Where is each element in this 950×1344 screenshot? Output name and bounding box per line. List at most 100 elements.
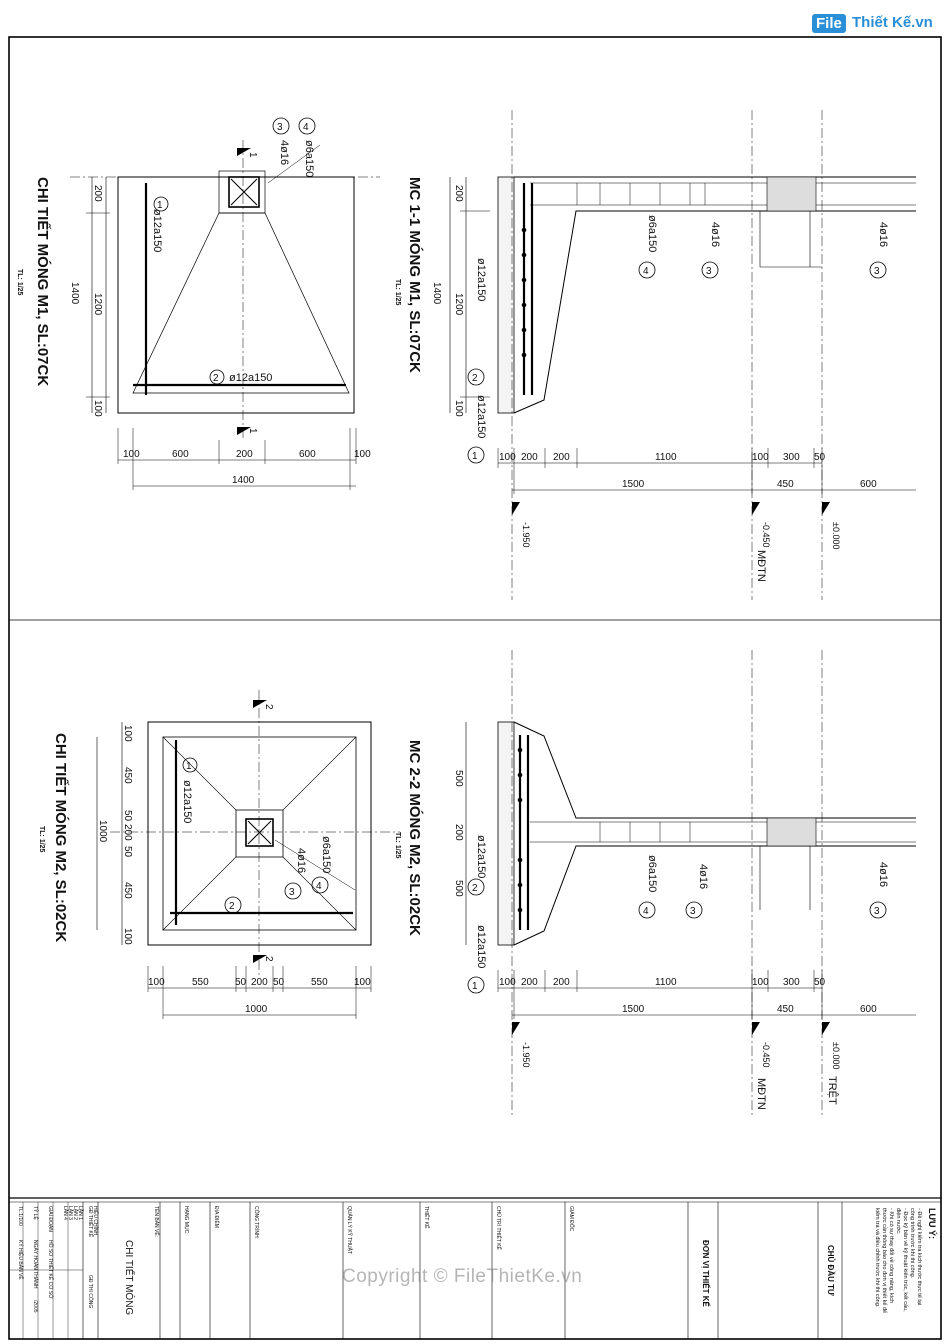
label-m2-plan-dims-bottom-2: 50 — [235, 977, 247, 988]
label-title-block-stage-val: HỒ SƠ THIẾT KẾ CƠ SỞ — [47, 1240, 54, 1299]
label-title-block-lan-3: LẦN 4 — [62, 1206, 69, 1220]
m1-plan — [70, 117, 380, 490]
label-m1-section-bar4b: 4ø16 — [877, 222, 889, 247]
m2-column — [245, 818, 274, 847]
label-m2-plan-cut: 2 — [263, 956, 274, 962]
m1-cut-arrow-bottom — [237, 427, 251, 435]
label-m1-plan-stirrup: ø6a150 — [303, 140, 315, 177]
label-title-block-stage: GIAI ĐOẠN — [47, 1206, 53, 1232]
label-m2-section-stirrup: ø6a150 — [646, 855, 658, 892]
label-title-block-note-title: LƯU Ý: — [927, 1208, 938, 1239]
m2-plan-title: CHI TIẾT MÓNG M2, SL:02CK — [52, 733, 70, 942]
label-m2-plan-dims-left-1: 450 — [122, 767, 133, 784]
label-m1-plan-dims-left-3: 100 — [92, 400, 103, 417]
label-m2-section-dims-row1-2: 200 — [553, 977, 570, 988]
label-title-block-lan-2: LẦN 3 — [67, 1206, 74, 1220]
label-m1-section-dims-row1-0: 100 — [499, 452, 516, 463]
m1-slope-lines — [132, 212, 350, 394]
label-title-block-qa: QUẢN LÝ KỸ THUẬT — [346, 1206, 353, 1254]
label-m1-plan-dims-bottom-2: 200 — [236, 449, 253, 460]
copyright-watermark: Copyright © FileThietKe.vn — [342, 1266, 583, 1287]
label-title-block-chief: CHỦ TRÌ THIẾT KẾ — [495, 1206, 502, 1251]
label-m2-plan-cut: 2 — [263, 704, 274, 710]
label-m2-plan-dims-bottom-0: 100 — [148, 977, 165, 988]
label-m2-plan-dims-bottom-6: 100 — [354, 977, 371, 988]
label-m2-plan-dims-bottom-5: 550 — [311, 977, 328, 988]
m1-column — [228, 176, 260, 208]
label-m2-section-dims-left-2: 500 — [453, 880, 464, 897]
label-m1-plan-cut: 1 — [247, 428, 258, 434]
label-m1-section-lvl-3: ±0.000 — [831, 522, 841, 549]
label-m1-section-mdtn: MĐTN — [755, 550, 767, 582]
label-title-block-notes-2: - Đọc kỹ bản vẽ kỹ thuật kiến trúc, kết … — [902, 1208, 908, 1312]
m2-section-title: MC 2-2 MÓNG M2, SL:02CK — [406, 740, 424, 936]
m2-plan — [96, 690, 400, 1019]
label-m1-section-dims-row2-0: 1500 — [622, 479, 645, 490]
drawing-name: CHI TIẾT MÓNG — [123, 1240, 136, 1315]
label-title-block-notes-1: công trình trước khi thi công. — [909, 1208, 915, 1279]
label-m1-plan-mark-2: 2 — [213, 373, 219, 384]
label-m2-plan-mark-1: 1 — [186, 761, 192, 772]
label-m1-section-dims-row2-2: 600 — [860, 479, 877, 490]
title-block-text: LƯU Ý: - Đề nghị kiểm tra kích thước thự… — [17, 1206, 938, 1315]
label-title-block-lan-0: LẦN 1 — [77, 1206, 84, 1220]
label-title-block-notes-3: điện nước. — [895, 1208, 901, 1235]
label-m1-section-mark-1: 1 — [472, 451, 478, 462]
label-m1-plan-mark-1: 1 — [157, 200, 163, 211]
label-m2-plan-dims-bottom-4: 50 — [273, 977, 285, 988]
label-m2-section-rebar-1: ø12a150 — [475, 925, 487, 968]
label-title-block-code-lbl: KÝ HIỆU BẢN VẼ — [17, 1240, 25, 1280]
m1-ground-hatch — [766, 176, 817, 212]
label-m1-section-mark-3: 3 — [874, 266, 880, 277]
label-m1-plan-rebar-2: ø12a150 — [229, 372, 272, 384]
label-title-block-director: GIÁM ĐỐC — [568, 1206, 575, 1232]
label-m2-section-dims-left-0: 500 — [453, 770, 464, 787]
title-block — [9, 1197, 941, 1339]
label-m2-plan-dims-left-4: 50 — [122, 846, 133, 858]
label-m1-section-bar4: 4ø16 — [709, 222, 721, 247]
label-m2-plan-total-bottom: 1000 — [245, 1004, 268, 1015]
label-m1-plan-rebar-4dim: 4ø16 — [278, 140, 290, 165]
label-title-block-notes-5: thước cần thông báo cho đơn vị thiết kế … — [881, 1208, 888, 1313]
label-m2-section-dims-row1-6: 50 — [814, 977, 826, 988]
label-m2-plan-rebar-1: ø12a150 — [181, 780, 193, 823]
label-m2-section-mark-2: 2 — [472, 883, 478, 894]
label-m1-section-mark-3: 3 — [706, 266, 712, 277]
label-m1-plan-mark-4: 4 — [303, 122, 309, 133]
label-m2-section-tret: TRỆT — [826, 1076, 839, 1105]
label-m2-section-bar4: 4ø16 — [697, 864, 709, 889]
label-m1-section-dims-row2-1: 450 — [777, 479, 794, 490]
label-m2-plan-total-left: 1000 — [97, 820, 108, 843]
label-m2-plan-dims-left-3: 200 — [122, 824, 133, 841]
m1-plan-title: CHI TIẾT MÓNG M1, SL:07CK — [34, 177, 52, 386]
label-m2-plan-mark-4: 4 — [316, 881, 322, 892]
m1-section-title: MC 1-1 MÓNG M1, SL:07CK — [406, 177, 424, 373]
label-m1-section-stirrup: ø6a150 — [646, 215, 658, 252]
sheet-frame — [8, 36, 942, 1340]
label-m2-plan-bar4: 4ø16 — [295, 848, 307, 873]
label-title-block-gd-tk: GĐ THIẾT KẾ — [87, 1206, 94, 1238]
logo-file-badge: File — [812, 14, 846, 33]
label-m1-plan-dims-left-2: 1200 — [92, 293, 103, 316]
label-m2-plan-mark-2: 2 — [229, 901, 235, 912]
label-m1-section-mark-4: 4 — [643, 266, 649, 277]
label-m1-plan-mark-3: 3 — [277, 122, 283, 133]
label-m1-section-lvl-1: -1.950 — [521, 522, 531, 548]
m2-plan-text: CHI TIẾT MÓNG M2, SL:02CK TL: 1/25 100 5… — [38, 704, 371, 1015]
m1-section — [449, 110, 916, 600]
label-m1-section-dims-row1-2: 200 — [553, 452, 570, 463]
label-title-block-notes-0: - Đề nghị kiểm tra kích thước thực tế tạ… — [916, 1208, 923, 1305]
label-m1-plan-dims-left-0: 200 — [92, 185, 103, 202]
label-m1-plan-rebar-1: ø12a150 — [151, 209, 163, 252]
label-m2-plan-dims-left-0: 100 — [122, 725, 133, 742]
label-title-block-owner: CHỦ ĐẦU TƯ — [826, 1245, 836, 1296]
label-m2-section-dims-left-1: 200 — [453, 824, 464, 841]
label-title-block-notes-6: kiểm tra và điều chỉnh trước khi thi côn… — [874, 1208, 881, 1308]
label-m1-section-dims-row1-3: 1100 — [655, 452, 677, 463]
m1-footing-edge — [513, 210, 916, 414]
label-m2-plan-mark-3: 3 — [289, 887, 295, 898]
label-title-block-project: CÔNG TRÌNH: — [253, 1206, 260, 1239]
label-m1-section-dims-left-1: 1200 — [453, 293, 464, 316]
label-m2-section-dims-row1-5: 300 — [783, 977, 800, 988]
